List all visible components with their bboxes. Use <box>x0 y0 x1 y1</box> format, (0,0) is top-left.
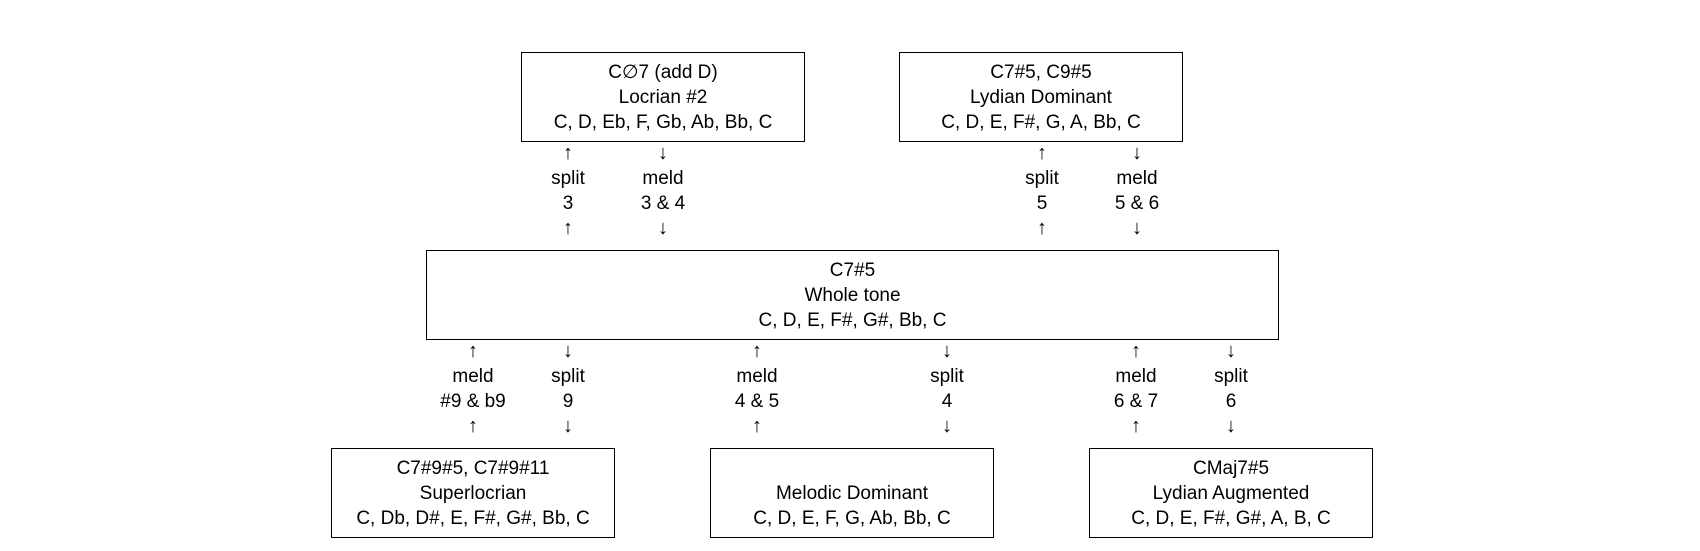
up-arrow-icon: ↑ <box>468 415 478 437</box>
edge-degree: 5 & 6 <box>1114 193 1160 214</box>
node-scale-name: Locrian #2 <box>618 86 708 108</box>
edge-meld-6-7: ↑ meld 6 & 7 ↑ <box>1076 339 1196 439</box>
up-arrow-icon: ↑ <box>563 217 573 239</box>
node-notes: C, Db, D#, E, F#, G#, Bb, C <box>356 507 590 529</box>
edge-meld-4-5: ↑ meld 4 & 5 ↑ <box>697 339 817 439</box>
edge-op: meld <box>452 366 494 387</box>
edge-op: meld <box>1115 366 1157 387</box>
node-melodic-dominant: Melodic Dominant C, D, E, F, G, Ab, Bb, … <box>710 448 994 538</box>
down-arrow-icon: ↓ <box>1226 340 1236 362</box>
edge-split-5: ↑ split 5 ↑ <box>982 141 1102 241</box>
node-notes: C, D, E, F, G, Ab, Bb, C <box>753 507 951 529</box>
node-locrian-2: C∅7 (add D) Locrian #2 C, D, Eb, F, Gb, … <box>521 52 805 142</box>
edge-meld-3-4: ↓ meld 3 & 4 ↓ <box>603 141 723 241</box>
down-arrow-icon: ↓ <box>942 415 952 437</box>
edge-split-3: ↑ split 3 ↑ <box>508 141 628 241</box>
edge-degree: 3 <box>562 193 574 214</box>
down-arrow-icon: ↓ <box>563 340 573 362</box>
node-chord: C7#5 <box>829 259 876 281</box>
node-chord: C7#9#5, C7#9#11 <box>396 457 550 479</box>
down-arrow-icon: ↓ <box>942 340 952 362</box>
node-scale-name: Whole tone <box>804 284 901 306</box>
node-chord: C∅7 (add D) <box>608 61 718 83</box>
down-arrow-icon: ↓ <box>658 217 668 239</box>
edge-meld-5-6: ↓ meld 5 & 6 ↓ <box>1077 141 1197 241</box>
node-notes: C, D, E, F#, G#, Bb, C <box>758 309 947 331</box>
node-scale-name: Lydian Dominant <box>970 86 1112 108</box>
edge-split-9: ↓ split 9 ↓ <box>508 339 628 439</box>
edge-op: split <box>551 366 585 387</box>
edge-op: meld <box>736 366 778 387</box>
edge-degree: 4 <box>941 391 953 412</box>
node-notes: C, D, E, F#, G, A, Bb, C <box>941 111 1141 133</box>
down-arrow-icon: ↓ <box>1132 142 1142 164</box>
up-arrow-icon: ↑ <box>1037 217 1047 239</box>
edge-degree: 6 & 7 <box>1113 391 1159 412</box>
edge-meld-9-b9: ↑ meld #9 & b9 ↑ <box>413 339 533 439</box>
edge-op: split <box>1214 366 1248 387</box>
edge-op: split <box>930 366 964 387</box>
node-scale-name: Superlocrian <box>419 482 527 504</box>
edge-split-4: ↓ split 4 ↓ <box>887 339 1007 439</box>
up-arrow-icon: ↑ <box>468 340 478 362</box>
node-chord: C7#5, C9#5 <box>990 61 1092 83</box>
node-chord: CMaj7#5 <box>1192 457 1270 479</box>
up-arrow-icon: ↑ <box>1037 142 1047 164</box>
down-arrow-icon: ↓ <box>563 415 573 437</box>
edge-degree: 4 & 5 <box>734 391 780 412</box>
edge-degree: 6 <box>1225 391 1237 412</box>
edge-degree: #9 & b9 <box>440 391 506 412</box>
edge-degree: 9 <box>562 391 574 412</box>
edge-op: meld <box>642 168 684 189</box>
node-scale-name: Melodic Dominant <box>775 482 929 504</box>
edge-degree: 5 <box>1036 193 1048 214</box>
edge-split-6: ↓ split 6 ↓ <box>1171 339 1291 439</box>
up-arrow-icon: ↑ <box>1131 340 1141 362</box>
node-lydian-augmented: CMaj7#5 Lydian Augmented C, D, E, F#, G#… <box>1089 448 1373 538</box>
down-arrow-icon: ↓ <box>1132 217 1142 239</box>
up-arrow-icon: ↑ <box>1131 415 1141 437</box>
node-lydian-dominant: C7#5, C9#5 Lydian Dominant C, D, E, F#, … <box>899 52 1183 142</box>
up-arrow-icon: ↑ <box>752 340 762 362</box>
node-notes: C, D, E, F#, G#, A, B, C <box>1131 507 1331 529</box>
node-superlocrian: C7#9#5, C7#9#11 Superlocrian C, Db, D#, … <box>331 448 615 538</box>
up-arrow-icon: ↑ <box>752 415 762 437</box>
down-arrow-icon: ↓ <box>658 142 668 164</box>
node-whole-tone: C7#5 Whole tone C, D, E, F#, G#, Bb, C <box>426 250 1279 340</box>
node-notes: C, D, Eb, F, Gb, Ab, Bb, C <box>553 111 773 133</box>
node-scale-name: Lydian Augmented <box>1152 482 1310 504</box>
edge-op: meld <box>1116 168 1158 189</box>
down-arrow-icon: ↓ <box>1226 415 1236 437</box>
edge-op: split <box>551 168 585 189</box>
edge-op: split <box>1025 168 1059 189</box>
edge-degree: 3 & 4 <box>640 193 686 214</box>
up-arrow-icon: ↑ <box>563 142 573 164</box>
